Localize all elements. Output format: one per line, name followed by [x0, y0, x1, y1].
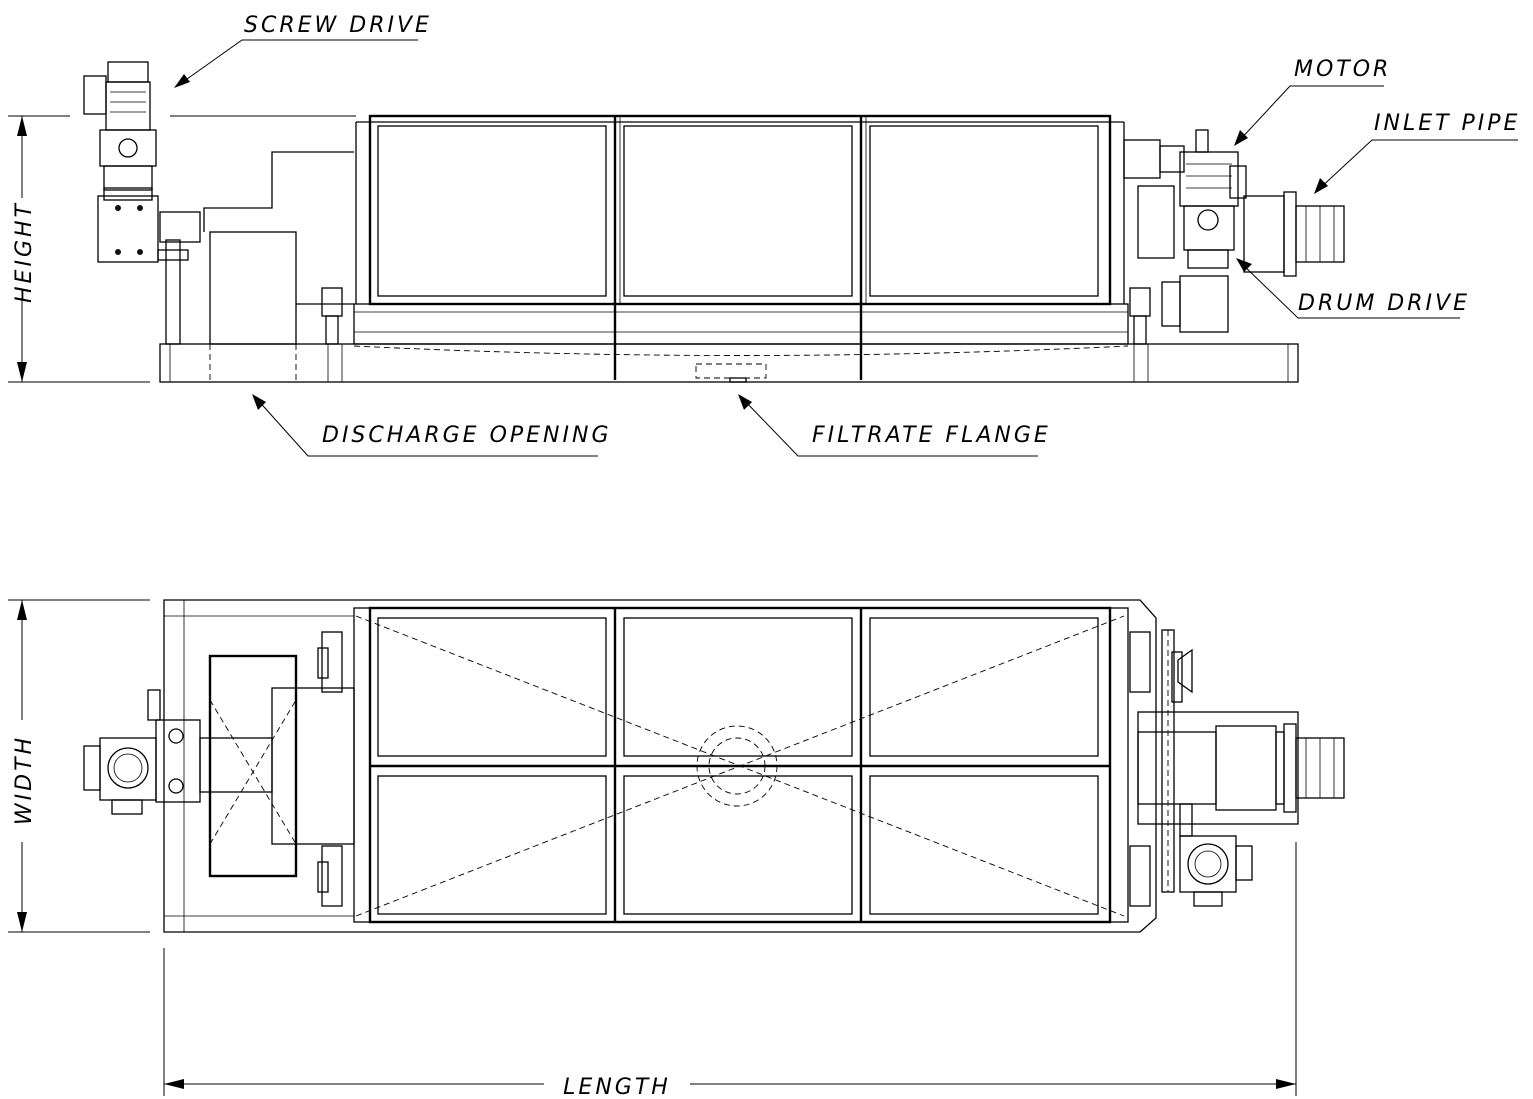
filtrate-flange-side — [695, 363, 767, 379]
width-label: WIDTH — [12, 735, 37, 825]
height-dimension: HEIGHT — [8, 115, 356, 383]
callout-inlet-pipe: INLET PIPE — [1314, 111, 1520, 194]
callout-screw-drive: SCREW DRIVE — [174, 13, 432, 88]
length-label: LENGTH — [563, 1075, 671, 1099]
height-label: HEIGHT — [12, 201, 37, 303]
screw-drive-plan — [83, 689, 201, 815]
length-dimension: LENGTH — [163, 842, 1297, 1099]
width-dimension: WIDTH — [8, 599, 150, 933]
trough-side — [353, 303, 1129, 345]
motor-label: MOTOR — [1294, 57, 1391, 82]
filtrate-flange-label: FILTRATE FLANGE — [812, 423, 1051, 448]
drum-drive-plan — [1161, 629, 1253, 907]
callout-drum-drive: DRUM DRIVE — [1236, 258, 1470, 319]
callout-filtrate-flange: FILTRATE FLANGE — [738, 394, 1051, 457]
inlet-pipe-plan — [1137, 711, 1345, 825]
plan-view — [83, 599, 1345, 933]
callout-discharge-opening: DISCHARGE OPENING — [252, 394, 612, 457]
discharge-plan — [208, 654, 298, 878]
screw-drive-assembly — [83, 61, 201, 345]
discharge-chute — [209, 231, 297, 345]
plan-base-frame — [163, 599, 1157, 933]
side-view — [83, 61, 1345, 383]
discharge-opening-label: DISCHARGE OPENING — [322, 423, 612, 448]
side-base-frame — [159, 343, 1299, 383]
drum-drive-label: DRUM DRIVE — [1298, 291, 1470, 316]
screw-drive-label: SCREW DRIVE — [244, 13, 432, 38]
drum-housing-side — [368, 114, 1112, 306]
callout-motor: MOTOR — [1234, 57, 1391, 146]
inlet-pipe-label: INLET PIPE — [1374, 111, 1520, 136]
drum-drive-assembly — [1123, 129, 1247, 333]
inlet-pipe-side — [1243, 191, 1345, 277]
